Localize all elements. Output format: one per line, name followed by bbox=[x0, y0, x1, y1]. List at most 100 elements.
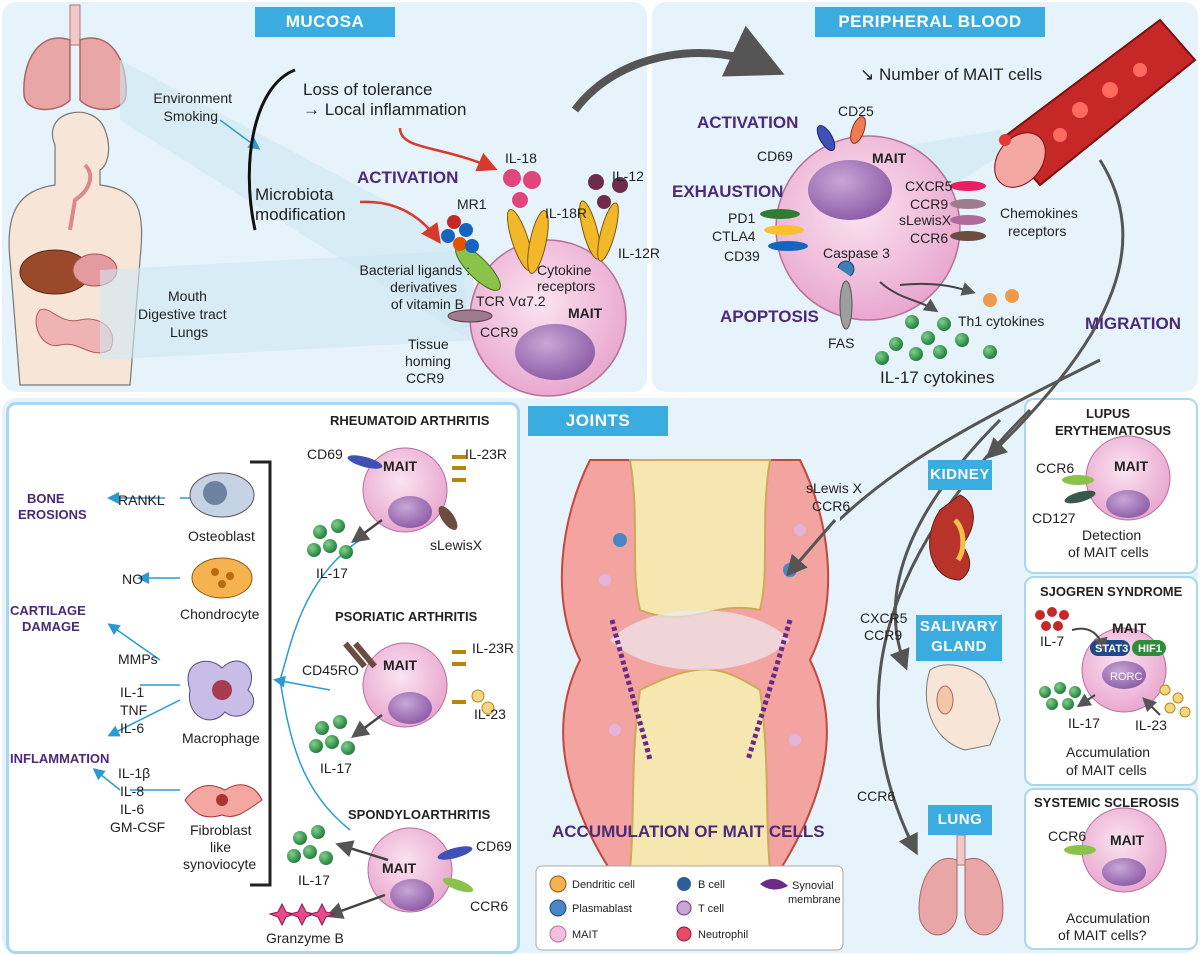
psa-title: PSORIATIC ARTHRITIS bbox=[335, 609, 478, 624]
microbiota-label-2: modification bbox=[255, 205, 346, 224]
spa-ccr6-label: CCR6 bbox=[470, 898, 509, 914]
pd1-label: PD1 bbox=[728, 210, 756, 226]
il8-label: IL-8 bbox=[120, 783, 145, 799]
cd25-label: CD25 bbox=[838, 103, 874, 119]
lupus-detection-2: of MAIT cells bbox=[1068, 544, 1149, 560]
ra-cd69-label: CD69 bbox=[307, 446, 343, 462]
tissue-label-3: CCR9 bbox=[406, 370, 445, 386]
bacterial-label-3: of vitamin B bbox=[390, 296, 464, 312]
cartilage-label-2: DAMAGE bbox=[22, 619, 80, 634]
chondrocyte-label: Chondrocyte bbox=[180, 606, 260, 622]
ssc-mait-label: MAIT bbox=[1110, 832, 1145, 848]
blood-activation-label: ACTIVATION bbox=[697, 113, 799, 132]
tnf-label: TNF bbox=[120, 702, 148, 718]
right-ccr6-label: CCR6 bbox=[857, 788, 896, 804]
lupus-ccr6-label: CCR6 bbox=[1036, 460, 1075, 476]
legend-synovial-2: membrane bbox=[788, 894, 841, 906]
joint-illustration bbox=[530, 420, 840, 900]
ra-il23r-label: IL-23R bbox=[465, 446, 508, 462]
no-label: NO bbox=[122, 571, 143, 587]
ssc-accumulation-2: of MAIT cells? bbox=[1058, 927, 1147, 943]
number-mait-label: ↘ Number of MAIT cells bbox=[860, 65, 1043, 84]
mouth-label: Mouth bbox=[168, 288, 207, 304]
bacterial-label-1: Bacterial ligands : bbox=[359, 262, 470, 278]
fibroblast-label-3: synoviocyte bbox=[183, 856, 257, 872]
lungs-illustration bbox=[23, 4, 127, 111]
legend-neutrophil: Neutrophil bbox=[698, 929, 749, 941]
lung-illustration bbox=[918, 834, 1004, 936]
sjogren-il17-label: IL-17 bbox=[1068, 715, 1100, 731]
sjogren-il23-label: IL-23 bbox=[1135, 717, 1167, 733]
tissue-label-1: Tissue bbox=[408, 336, 449, 352]
sjogren-accumulation-2: of MAIT cells bbox=[1066, 762, 1147, 778]
mucosa-mait-cell bbox=[441, 169, 628, 397]
il17-cytokines-label: IL-17 cytokines bbox=[880, 368, 995, 387]
macrophage-label: Macrophage bbox=[182, 730, 260, 746]
legend-tcell: T cell bbox=[698, 903, 725, 915]
spa-title: SPONDYLOARTHRITIS bbox=[348, 807, 491, 822]
il12r-label: IL-12R bbox=[618, 245, 661, 261]
salivary-label-2: GLAND bbox=[931, 638, 987, 655]
legend-dendritic: Dendritic cell bbox=[572, 879, 635, 891]
psa-il17-label: IL-17 bbox=[320, 760, 352, 776]
kidney-illustration bbox=[929, 494, 974, 581]
blood-cd69-label: CD69 bbox=[757, 148, 793, 164]
face-illustration bbox=[925, 664, 1001, 751]
spa-cd69-label: CD69 bbox=[476, 838, 512, 854]
microbiota-label-1: Microbiota bbox=[255, 185, 334, 204]
cytokine-label-2: receptors bbox=[537, 278, 596, 294]
blood-ccr6-label: CCR6 bbox=[910, 230, 949, 246]
sjogren-title: SJOGREN SYNDROME bbox=[1040, 584, 1183, 599]
lung-banner: LUNG bbox=[928, 805, 992, 835]
mr1-label: MR1 bbox=[457, 196, 487, 212]
inflammation-label: INFLAMMATION bbox=[10, 751, 110, 766]
exhaustion-label: EXHAUSTION bbox=[672, 182, 784, 201]
blood-slewisx-label: sLewisX bbox=[899, 212, 952, 228]
granzyme-label: Granzyme B bbox=[266, 930, 344, 946]
il12-label: IL-12 bbox=[612, 168, 644, 184]
cytokine-label-1: Cytokine bbox=[537, 262, 592, 278]
sjogren-hif1-label: HIF1 bbox=[1138, 643, 1162, 655]
bacterial-label-2: derivatives bbox=[390, 279, 457, 295]
psa-il23r-label: IL-23R bbox=[472, 640, 515, 656]
loss-tolerance-label: Loss of tolerance bbox=[303, 80, 433, 99]
environment-label: Environment bbox=[153, 90, 232, 106]
blood-ccr9-label: CCR9 bbox=[910, 196, 949, 212]
legend-plasmablast: Plasmablast bbox=[572, 903, 632, 915]
cartilage-label-1: CARTILAGE bbox=[10, 603, 86, 618]
ssc-title: SYSTEMIC SCLEROSIS bbox=[1034, 795, 1180, 810]
bone-label-1: BONE bbox=[27, 491, 65, 506]
ssc-accumulation-1: Accumulation bbox=[1066, 910, 1151, 926]
bone-label-2: EROSIONS bbox=[18, 507, 87, 522]
sjogren-mait-label: MAIT bbox=[1112, 620, 1147, 636]
fibroblast-label-1: Fibroblast bbox=[190, 822, 252, 838]
apoptosis-label: APOPTOSIS bbox=[720, 307, 819, 326]
migration-label: MIGRATION bbox=[1085, 314, 1182, 333]
tcr-label: TCR Vα7.2 bbox=[476, 293, 546, 309]
osteoblast-icon bbox=[189, 472, 255, 518]
ra-slewisx-label: sLewisX bbox=[430, 537, 483, 553]
tissue-label-2: homing bbox=[405, 353, 451, 369]
ra-title: RHEUMATOID ARTHRITIS bbox=[330, 413, 490, 428]
ccr9-label: CCR9 bbox=[480, 324, 519, 340]
joints-banner: JOINTS bbox=[528, 406, 668, 436]
lungs-label: Lungs bbox=[170, 324, 209, 340]
ra-mait-cell bbox=[347, 447, 466, 533]
il1-label: IL-1 bbox=[120, 684, 145, 700]
osteoblast-label: Osteoblast bbox=[188, 528, 255, 544]
ra-il17-label: IL-17 bbox=[316, 565, 348, 581]
macrophage-icon bbox=[187, 660, 255, 721]
right-cxcr5-label: CXCR5 bbox=[860, 610, 908, 626]
joint-slewis-label-2: CCR6 bbox=[812, 498, 851, 514]
blood-mait-label: MAIT bbox=[872, 150, 907, 166]
il18-label: IL-18 bbox=[505, 150, 537, 166]
sjogren-accumulation-1: Accumulation bbox=[1066, 744, 1151, 760]
ra-mait-label: MAIT bbox=[383, 458, 418, 474]
blood-vessel-illustration bbox=[994, 18, 1197, 188]
gmcsf-label: GM-CSF bbox=[110, 819, 166, 835]
lupus-cd127-label: CD127 bbox=[1032, 510, 1076, 526]
spa-mait-label: MAIT bbox=[382, 860, 417, 876]
lupus-title-2: ERYTHEMATOSUS bbox=[1055, 423, 1172, 438]
fibroblast-icon bbox=[184, 784, 263, 818]
